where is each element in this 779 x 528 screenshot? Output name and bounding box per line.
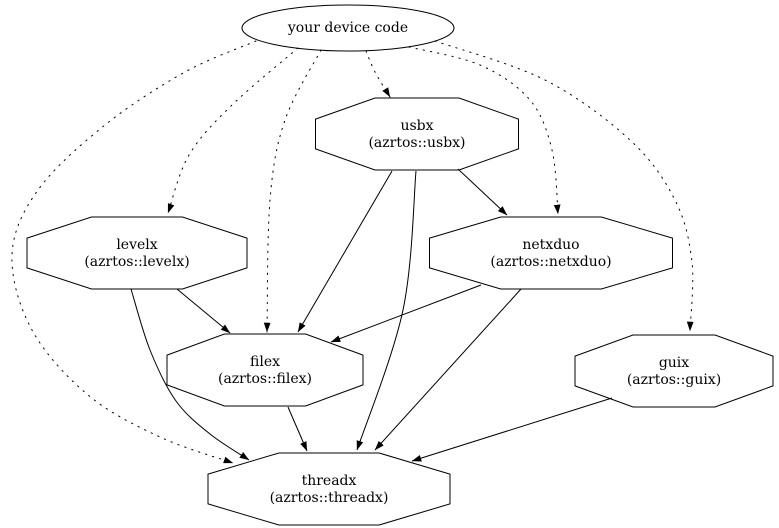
edge-usbx-filex — [297, 170, 393, 333]
guix-octagon-shape — [574, 334, 774, 408]
filex-label-line1: filex — [250, 354, 280, 370]
edges-layer — [11, 40, 694, 464]
levelx-octagon-shape — [26, 216, 248, 290]
levelx-label-line1: levelx — [116, 237, 157, 253]
node-filex: filex(azrtos::filex) — [166, 333, 364, 407]
node-device: your device code — [241, 4, 455, 52]
edge-usbx-netxduo — [457, 168, 508, 216]
edge-guix-threadx — [411, 397, 613, 462]
nodes-layer: your device codeusbx(azrtos::usbx)levelx… — [26, 4, 774, 526]
edge-device-levelx — [167, 47, 299, 214]
guix-label-line2: (azrtos::guix) — [627, 372, 721, 388]
edge-device-netxduo — [408, 46, 561, 215]
threadx-label-line1: threadx — [302, 473, 357, 489]
edge-levelx-threadx — [130, 288, 250, 461]
edge-device-filex — [263, 49, 322, 333]
edge-device-usbx — [365, 50, 391, 98]
threadx-octagon-shape — [207, 452, 451, 526]
filex-octagon-shape — [166, 333, 364, 407]
threadx-label-line2: (azrtos::threadx) — [270, 490, 389, 506]
edge-netxduo-threadx — [374, 288, 522, 451]
filex-label-line2: (azrtos::filex) — [218, 371, 312, 387]
edge-usbx-threadx — [356, 170, 417, 451]
node-guix: guix(azrtos::guix) — [574, 334, 774, 408]
edge-netxduo-filex — [330, 284, 482, 343]
usbx-octagon-shape — [315, 97, 519, 171]
device-label-line1: your device code — [287, 20, 408, 36]
netxduo-octagon-shape — [429, 216, 673, 290]
node-levelx: levelx(azrtos::levelx) — [26, 216, 248, 290]
netxduo-label-line2: (azrtos::netxduo) — [490, 254, 611, 270]
netxduo-label-line1: netxduo — [522, 237, 579, 253]
node-netxduo: netxduo(azrtos::netxduo) — [429, 216, 673, 290]
node-threadx: threadx(azrtos::threadx) — [207, 452, 451, 526]
node-usbx: usbx(azrtos::usbx) — [315, 97, 519, 171]
usbx-label-line2: (azrtos::usbx) — [368, 135, 465, 151]
edge-filex-threadx — [287, 406, 308, 452]
usbx-label-line1: usbx — [400, 118, 433, 134]
guix-label-line1: guix — [659, 355, 689, 371]
device-ellipse-shape — [241, 4, 455, 52]
edge-levelx-filex — [176, 288, 231, 334]
levelx-label-line2: (azrtos::levelx) — [84, 254, 189, 270]
